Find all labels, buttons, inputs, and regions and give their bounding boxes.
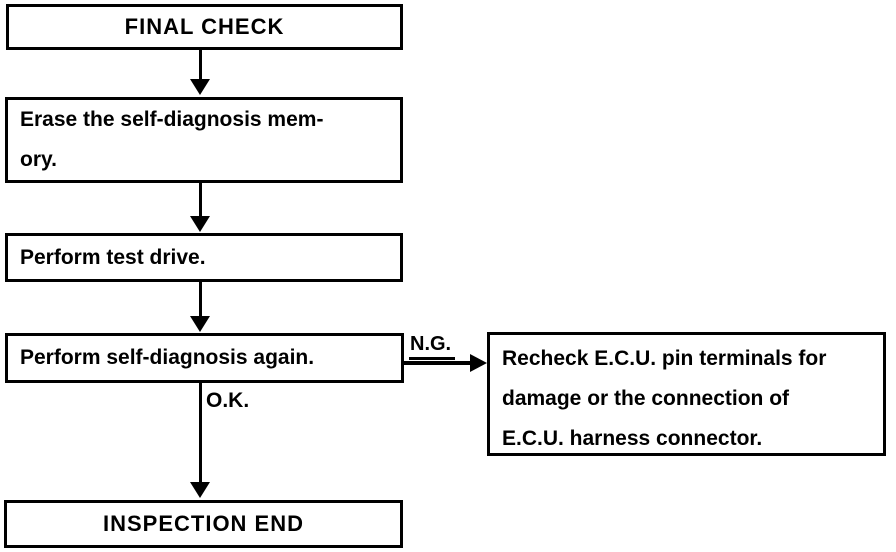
node-text-line: Perform self-diagnosis again. <box>20 346 315 369</box>
node-self-diagnosis: Perform self-diagnosis again. <box>5 333 404 383</box>
arrow-right-icon <box>470 354 487 372</box>
node-test-drive: Perform test drive. <box>5 233 403 282</box>
node-text-line: Recheck E.C.U. pin terminals for <box>502 347 827 370</box>
node-recheck-ecu: Recheck E.C.U. pin terminals for damage … <box>487 332 886 456</box>
arrow-selfdiag-to-end-shaft <box>199 383 202 484</box>
node-text-line: Erase the self-diagnosis mem- <box>20 108 324 131</box>
node-text-line: E.C.U. harness connector. <box>502 427 763 450</box>
node-text-line: ory. <box>20 148 57 171</box>
arrow-ng-shaft <box>402 361 471 365</box>
edge-label-ok: O.K. <box>206 389 250 412</box>
arrow-down-icon <box>190 79 210 95</box>
edge-label-ng: N.G. <box>409 332 456 360</box>
arrow-down-icon <box>190 316 210 332</box>
arrow-down-icon <box>190 482 210 498</box>
arrow-down-icon <box>190 216 210 232</box>
arrow-final-to-erase-shaft <box>199 49 202 81</box>
node-text-line: damage or the connection of <box>502 387 790 410</box>
arrow-erase-to-testdrive-shaft <box>199 183 202 218</box>
arrow-testdrive-to-selfdiag-shaft <box>199 282 202 318</box>
node-text-line: Perform test drive. <box>20 245 206 269</box>
node-erase-memory: Erase the self-diagnosis mem- ory. <box>5 97 403 183</box>
node-final-check: FINAL CHECK <box>6 4 403 50</box>
node-inspection-end: INSPECTION END <box>4 500 403 548</box>
